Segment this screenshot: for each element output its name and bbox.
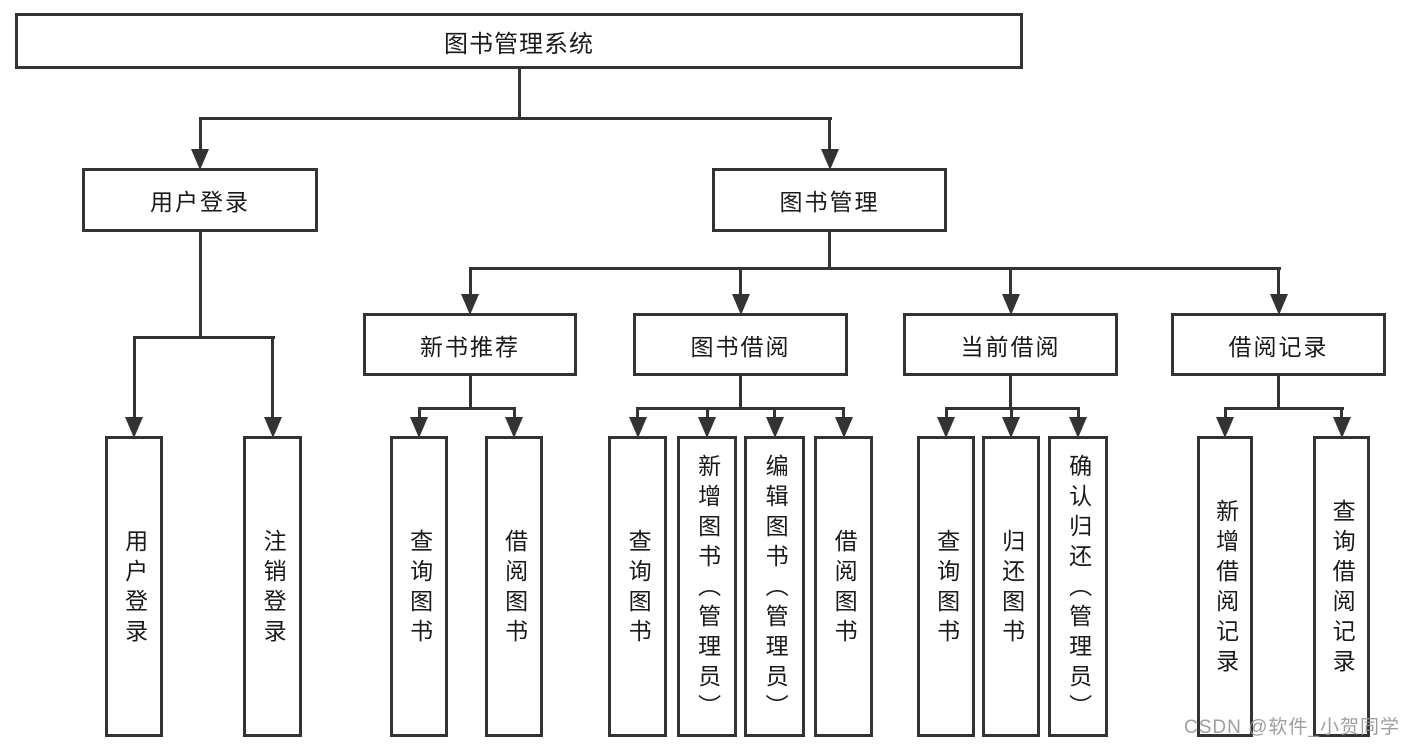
arrow-down-icon [765, 417, 784, 438]
node-query-borrow-record: 查询借阅记录 [1313, 436, 1370, 737]
node-borrow-books: 借阅图书 [814, 436, 873, 737]
node-borrow-books-recommend: 借阅图书 [485, 436, 543, 737]
node-book-borrowing: 图书借阅 [633, 313, 848, 376]
node-edit-books-admin: 编辑图书（管理员） [744, 436, 805, 737]
connector-stub [199, 232, 202, 337]
connector-drop [1340, 407, 1343, 419]
connector-stub [739, 376, 742, 408]
connector-drop [469, 267, 472, 296]
connector-stub [828, 232, 831, 268]
connector-bus [469, 267, 1281, 270]
connector-drop [133, 336, 136, 419]
connector-drop [773, 407, 776, 419]
arrow-down-icon [937, 417, 955, 438]
arrow-down-icon [191, 149, 209, 170]
connector-stub [469, 376, 472, 408]
node-query-books-current: 查询图书 [917, 436, 975, 737]
node-add-books-admin: 新增图书（管理员） [677, 436, 737, 737]
arrow-down-icon [461, 294, 479, 315]
arrow-down-icon [125, 417, 143, 438]
node-return-books: 归还图书 [982, 436, 1040, 737]
connector-bus [133, 336, 275, 339]
arrow-down-icon [1269, 294, 1288, 315]
node-library-system: 图书管理系统 [15, 13, 1023, 69]
connector-drop [418, 407, 421, 419]
csdn-watermark: CSDN @软件_小贺同学 [1184, 717, 1400, 738]
node-confirm-return-admin: 确认归还（管理员） [1048, 436, 1108, 737]
arrow-down-icon [1216, 417, 1234, 438]
arrow-down-icon [820, 149, 839, 170]
arrow-down-icon [731, 294, 750, 315]
connector-bus [199, 117, 832, 120]
node-user-login-action: 用户登录 [105, 436, 163, 737]
arrow-down-icon [1002, 417, 1020, 438]
node-add-borrow-record: 新增借阅记录 [1197, 436, 1253, 737]
node-book-management: 图书管理 [712, 168, 947, 232]
node-logout: 注销登录 [243, 436, 302, 737]
connector-drop [1010, 407, 1013, 419]
node-current-borrowing: 当前借阅 [903, 313, 1118, 376]
connector-drop [1077, 407, 1080, 419]
connector-drop [271, 336, 274, 419]
connector-drop [636, 407, 639, 419]
node-query-books-borrow: 查询图书 [608, 436, 667, 737]
connector-drop [1009, 267, 1012, 296]
connector-stub [518, 69, 521, 118]
connector-bus [418, 407, 516, 410]
connector-stub [1277, 376, 1280, 408]
connector-bus [636, 407, 845, 410]
node-borrowing-records: 借阅记录 [1171, 313, 1386, 376]
connector-drop [1224, 407, 1227, 419]
connector-bus [1224, 407, 1344, 410]
arrow-down-icon [410, 417, 428, 438]
arrow-down-icon [1001, 294, 1020, 315]
connector-drop [513, 407, 516, 419]
connector-drop [706, 407, 709, 419]
arrow-down-icon [1069, 417, 1087, 438]
connector-drop [1277, 267, 1280, 296]
connector-stub [1009, 376, 1012, 408]
arrow-down-icon [505, 417, 523, 438]
arrow-down-icon [698, 417, 716, 438]
connector-drop [945, 407, 948, 419]
connector-drop [739, 267, 742, 296]
node-new-book-recommendation: 新书推荐 [363, 313, 577, 376]
node-user-login: 用户登录 [82, 168, 318, 232]
connector-drop [828, 117, 831, 151]
node-query-books-recommend: 查询图书 [390, 436, 448, 737]
arrow-down-icon [263, 417, 282, 438]
connector-drop [199, 117, 202, 151]
arrow-down-icon [628, 417, 647, 438]
arrow-down-icon [1332, 417, 1351, 438]
connector-drop [842, 407, 845, 419]
arrow-down-icon [834, 417, 853, 438]
